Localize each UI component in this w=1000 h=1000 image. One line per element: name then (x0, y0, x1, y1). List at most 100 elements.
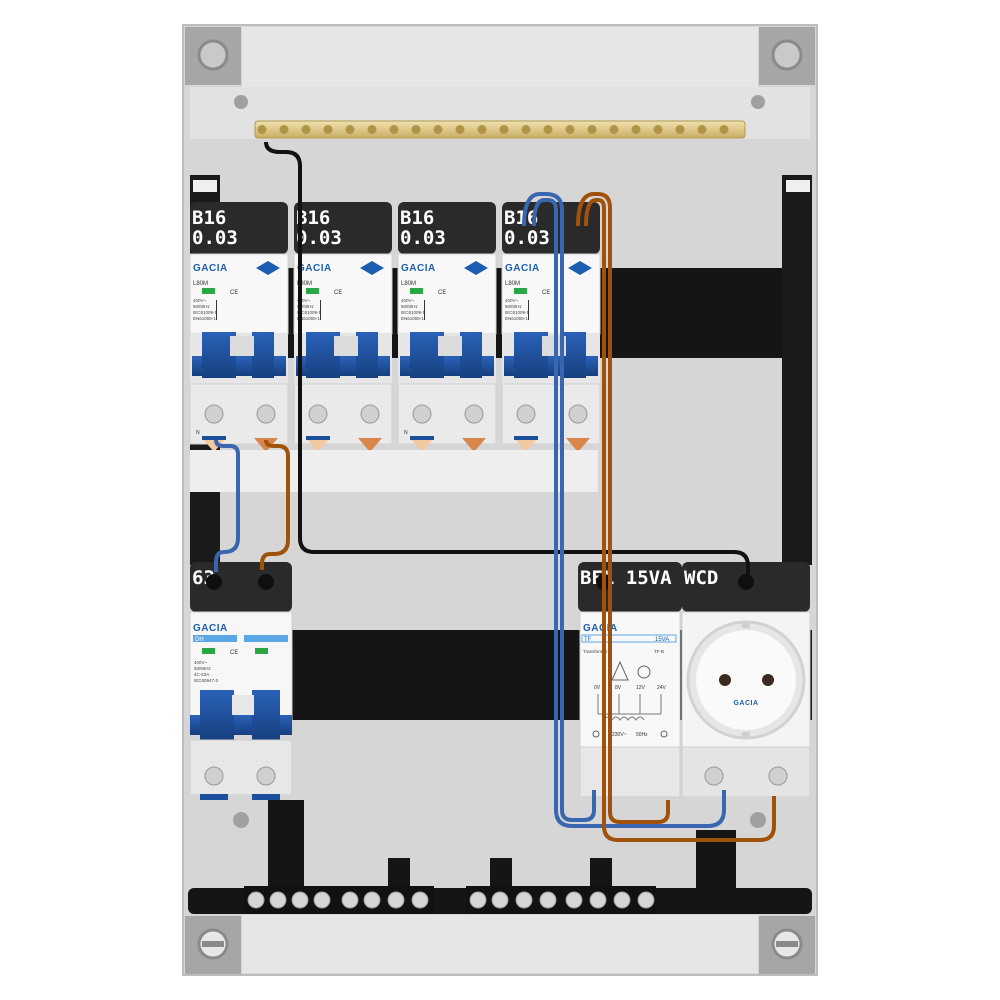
earth-clip (742, 732, 750, 738)
terminal-screw[interactable] (637, 891, 655, 909)
terminal-screw[interactable] (204, 404, 224, 424)
corner-mount-top-right (759, 27, 815, 85)
spec-text: IEC61009-1 (401, 310, 426, 315)
tap-label: 0V (594, 685, 601, 691)
busbar-screw[interactable] (455, 125, 465, 134)
busbar-screw[interactable] (279, 125, 289, 134)
breaker-label-plate (398, 202, 496, 254)
main-switch-brand: GACIA (193, 623, 228, 634)
socket-pin-hole (762, 674, 774, 686)
terminal-screw[interactable] (360, 404, 380, 424)
terminal-screw[interactable] (256, 766, 276, 786)
breaker-test-lever[interactable] (252, 332, 274, 378)
tap-label: 8V (615, 685, 622, 691)
main-switch-marks: CE (230, 650, 238, 656)
terminal-screw[interactable] (308, 404, 328, 424)
busbar-screw[interactable] (345, 125, 355, 134)
busbar-screw[interactable] (257, 125, 267, 134)
busbar-screw[interactable] (697, 125, 707, 134)
tap-label: 12V (636, 685, 646, 691)
breaker-marks: CE (334, 290, 342, 296)
breaker-marks: CE (230, 290, 238, 296)
rcbo-breaker[interactable]: B160.03GACIAL80MCE400V~50/60HzIEC61009-1… (293, 202, 393, 452)
terminal-screw[interactable] (469, 891, 487, 909)
terminal-screw[interactable] (341, 891, 359, 909)
spec-text: 400V~ (297, 298, 311, 303)
terminal-screw[interactable] (204, 766, 224, 786)
rcbo-breaker[interactable]: B160.03GACIAL80MCE400V~50/60HzIEC61009-1… (501, 202, 601, 452)
spec-text: 400V~ (194, 660, 208, 665)
terminal-screw[interactable] (516, 404, 536, 424)
breaker-rating-label: B16 (504, 207, 538, 229)
busbar-screw[interactable] (587, 125, 597, 134)
terminal-screw[interactable] (539, 891, 557, 909)
breaker-model: L80M (193, 281, 208, 287)
breaker-test-lever[interactable] (460, 332, 482, 378)
socket-label: WCD (684, 567, 718, 589)
live-wire-transformer (576, 192, 670, 824)
breaker-test-lever[interactable] (564, 332, 586, 378)
screw-hole (233, 812, 249, 828)
transformer-subtitle: Transformer (583, 649, 608, 654)
breaker-sensitivity-label: 0.03 (296, 227, 342, 249)
terminal-screw[interactable] (704, 766, 724, 786)
terminal-screw[interactable] (411, 891, 429, 909)
busbar-screw[interactable] (543, 125, 553, 134)
din-socket[interactable]: WCD GACIA (681, 562, 811, 798)
screw-hole (750, 812, 766, 828)
earth-clip (742, 622, 750, 628)
breaker-brand: GACIA (505, 263, 540, 274)
terminal-screw[interactable] (256, 404, 276, 424)
breaker-model: L80M (401, 281, 416, 287)
terminal-screw[interactable] (589, 891, 607, 909)
terminal-screw[interactable] (291, 891, 309, 909)
busbar-screw[interactable] (477, 125, 487, 134)
terminal-screw[interactable] (568, 404, 588, 424)
busbar-screw[interactable] (653, 125, 663, 134)
terminal-screw[interactable] (313, 891, 331, 909)
corner-mount-bottom-right (759, 916, 815, 974)
busbar-screw[interactable] (719, 125, 729, 134)
busbar-screw[interactable] (675, 125, 685, 134)
terminal-screw[interactable] (247, 891, 265, 909)
rcbo-breaker[interactable]: B160.03GACIAL80MCE400V~50/60HzIEC61009-1… (397, 202, 497, 452)
busbar-screw[interactable] (631, 125, 641, 134)
busbar-screw[interactable] (411, 125, 421, 134)
bell-transformer[interactable]: BEL 15VA GACIA TF 15VA Transformer TF-B … (578, 562, 682, 798)
main-switch-lever-right[interactable] (252, 690, 280, 740)
busbar-screw[interactable] (433, 125, 443, 134)
terminal-screw[interactable] (491, 891, 509, 909)
busbar-screw[interactable] (389, 125, 399, 134)
terminal-screw[interactable] (464, 404, 484, 424)
terminal-screw[interactable] (363, 891, 381, 909)
terminal-screw[interactable] (412, 404, 432, 424)
terminal-screw[interactable] (269, 891, 287, 909)
main-switch[interactable]: 63 GACIA DH CE 400V~ 50/60Hz 4C-63A IEC6… (189, 562, 293, 800)
busbar-screw[interactable] (521, 125, 531, 134)
breaker-rating-label: B16 (192, 207, 226, 229)
main-switch-lever-left[interactable] (200, 690, 234, 740)
brand-logo-icon (360, 261, 384, 275)
busbar-screw[interactable] (499, 125, 509, 134)
busbar-screw[interactable] (367, 125, 377, 134)
breaker-test-lever[interactable] (356, 332, 378, 378)
earth-busbar-screws (257, 125, 729, 134)
neutral-wire-main (214, 439, 240, 572)
breaker-sensitivity-label: 0.03 (504, 227, 550, 249)
terminal-screw[interactable] (515, 891, 533, 909)
rcbo-breaker[interactable]: B160.03GACIAL80MCE400V~50/60HzIEC61009-1… (189, 202, 289, 452)
transformer-brand: GACIA (583, 623, 618, 634)
status-indicator (410, 288, 423, 294)
busbar-screw[interactable] (323, 125, 333, 134)
busbar-screw[interactable] (565, 125, 575, 134)
terminal-screw[interactable] (613, 891, 631, 909)
warning-triangle-icon (611, 660, 629, 681)
busbar-screw[interactable] (609, 125, 619, 134)
bottom-cover-strip (242, 915, 758, 973)
busbar-screw[interactable] (301, 125, 311, 134)
brand-logo-icon (256, 261, 280, 275)
terminal-screw[interactable] (768, 766, 788, 786)
terminal-screw[interactable] (565, 891, 583, 909)
terminal-screw[interactable] (387, 891, 405, 909)
